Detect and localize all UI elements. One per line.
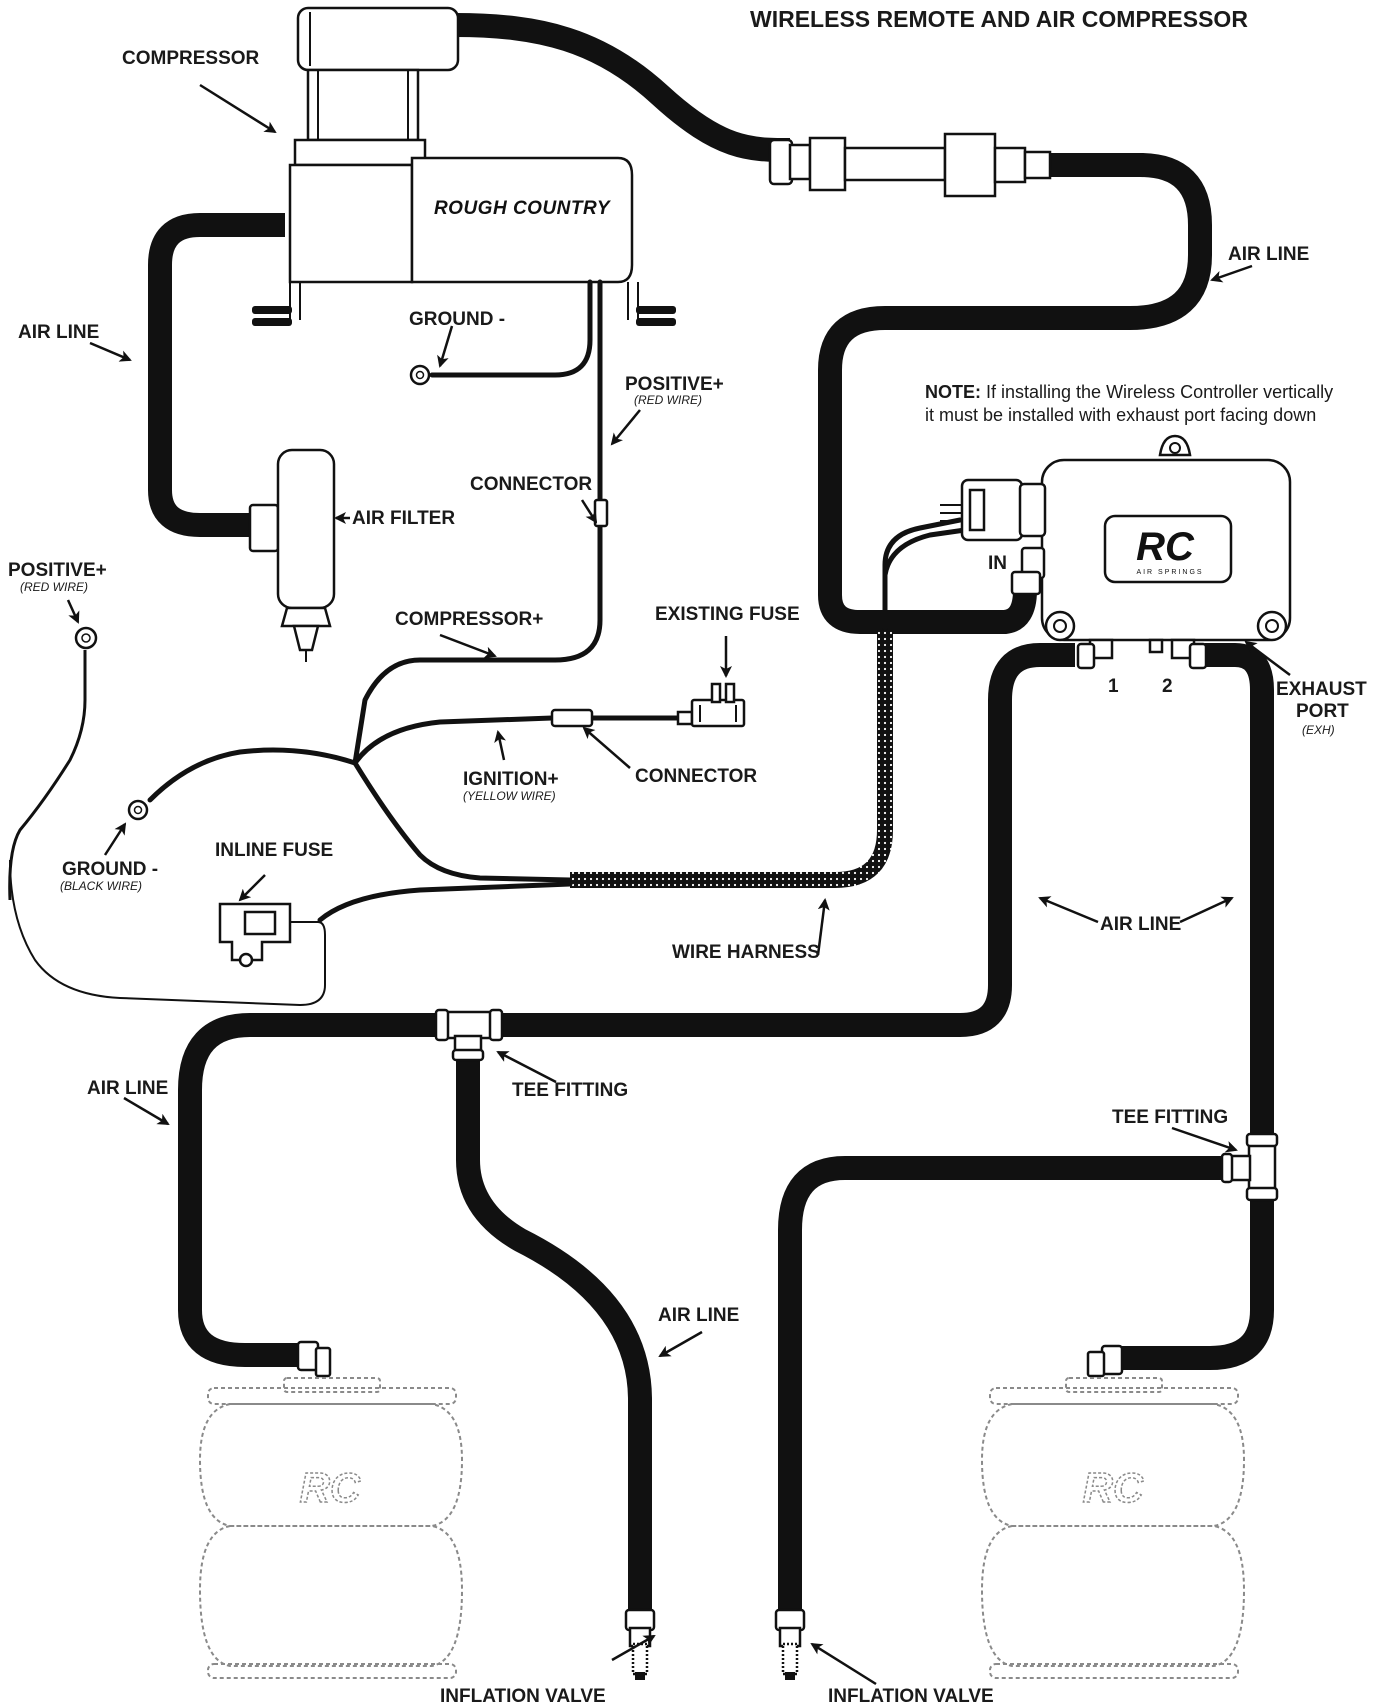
air-line-filter-loop: [148, 213, 285, 537]
label-inflation-valve-left: INFLATION VALVE: [440, 1686, 606, 1704]
air-line-port-2: [1205, 643, 1274, 1138]
air-bag-left: RC: [198, 1340, 464, 1679]
main-harness-wire: [352, 760, 573, 883]
label-positive-top-sub: (RED WIRE): [634, 393, 702, 407]
label-positive-left: POSITIVE+: [8, 560, 107, 581]
label-tee-fitting-left: TEE FITTING: [512, 1080, 628, 1101]
label-air-line-right-top: AIR LINE: [1228, 244, 1309, 265]
air-line-right-valve: [778, 1156, 1230, 1612]
tee-fitting-right: [1220, 1132, 1279, 1202]
inline-fuse: [9, 859, 326, 1007]
label-air-line-mid: AIR LINE: [1100, 914, 1181, 935]
air-bag-left-logo: RC: [300, 1464, 361, 1511]
air-bag-right: RC: [980, 1344, 1246, 1679]
positive-ring-terminal-left: [74, 626, 98, 650]
label-air-line-left-top: AIR LINE: [18, 322, 99, 343]
diagram-title: WIRELESS REMOTE AND AIR COMPRESSOR: [750, 6, 1248, 32]
air-filter: [248, 448, 336, 662]
label-air-line-left-bottom: AIR LINE: [87, 1078, 168, 1099]
label-positive-left-sub: (RED WIRE): [20, 580, 88, 594]
label-ignition-sub: (YELLOW WIRE): [463, 789, 556, 803]
harness-to-controller-2: [882, 527, 968, 631]
connector-top-body: [593, 498, 609, 528]
harness-to-controller: [882, 517, 963, 631]
inline-fuse-wire: [317, 881, 573, 923]
ground-wire-left: [147, 747, 358, 803]
wireless-controller: RC AIR SPRINGS: [940, 434, 1292, 670]
label-tee-fitting-right: TEE FITTING: [1112, 1107, 1228, 1128]
ground-wire-compressor: [429, 279, 593, 378]
label-port-1: 1: [1108, 676, 1119, 697]
air-line-left-valve: [456, 1052, 652, 1612]
label-exhaust-port-2: PORT: [1296, 701, 1349, 722]
installation-note-bold: NOTE:: [925, 382, 981, 402]
ignition-wire: [352, 715, 683, 766]
inline-fittings: [768, 132, 1052, 198]
label-inline-fuse: INLINE FUSE: [215, 840, 333, 861]
label-inflation-valve-right: INFLATION VALVE: [828, 1686, 994, 1704]
label-exhaust-port: EXHAUST: [1276, 679, 1367, 700]
label-ground-left-sub: (BLACK WIRE): [60, 879, 142, 893]
label-exhaust-sub: (EXH): [1302, 723, 1335, 737]
label-ignition: IGNITION+: [463, 769, 559, 790]
connector-mid-body: [550, 708, 594, 728]
label-wire-harness: WIRE HARNESS: [672, 942, 820, 963]
label-existing-fuse: EXISTING FUSE: [655, 604, 800, 625]
label-compressor: COMPRESSOR: [122, 48, 260, 69]
air-line-left-bag: [178, 1013, 442, 1367]
air-bag-right-logo: RC: [1083, 1464, 1144, 1511]
compressor: ROUGH COUNTRY: [252, 6, 676, 326]
label-air-filter: AIR FILTER: [352, 508, 455, 529]
air-line-to-controller: [818, 153, 1212, 634]
positive-wire-left: [8, 650, 87, 901]
wire-harness-braid: [570, 630, 893, 888]
label-positive-top: POSITIVE+: [625, 374, 724, 395]
label-arrows: [66, 83, 1291, 1686]
label-air-line-center-bottom: AIR LINE: [658, 1305, 739, 1326]
label-ground-top: GROUND -: [409, 309, 505, 330]
label-port-2: 2: [1162, 676, 1173, 697]
positive-wire-compressor: [352, 279, 603, 766]
air-line-right-bag: [1120, 1192, 1274, 1370]
ground-ring-terminal-top: [409, 364, 431, 386]
inflation-valve-right: [774, 1608, 806, 1680]
installation-note-line-2: it must be installed with exhaust port f…: [925, 405, 1316, 425]
existing-fuse: [676, 682, 746, 728]
controller-logo-sub: AIR SPRINGS: [1136, 569, 1203, 576]
air-line-compressor-output: [454, 13, 791, 162]
label-ground-left: GROUND -: [62, 859, 158, 880]
right-edge-clip: [1360, 380, 1377, 430]
air-line-port-1: [495, 643, 1075, 1037]
label-in-port: IN: [988, 553, 1007, 574]
label-compressor-plus: COMPRESSOR+: [395, 609, 543, 630]
label-connector-top: CONNECTOR: [470, 474, 592, 495]
compressor-brand: ROUGH COUNTRY: [434, 198, 612, 219]
installation-note-line-1: NOTE: If installing the Wireless Control…: [925, 382, 1333, 402]
tee-fitting-left: [434, 1008, 504, 1062]
controller-logo: RC: [1136, 525, 1195, 569]
ground-ring-terminal-left: [127, 799, 149, 821]
installation-note-text-1: If installing the Wireless Controller ve…: [981, 382, 1333, 402]
label-connector-mid: CONNECTOR: [635, 766, 757, 787]
